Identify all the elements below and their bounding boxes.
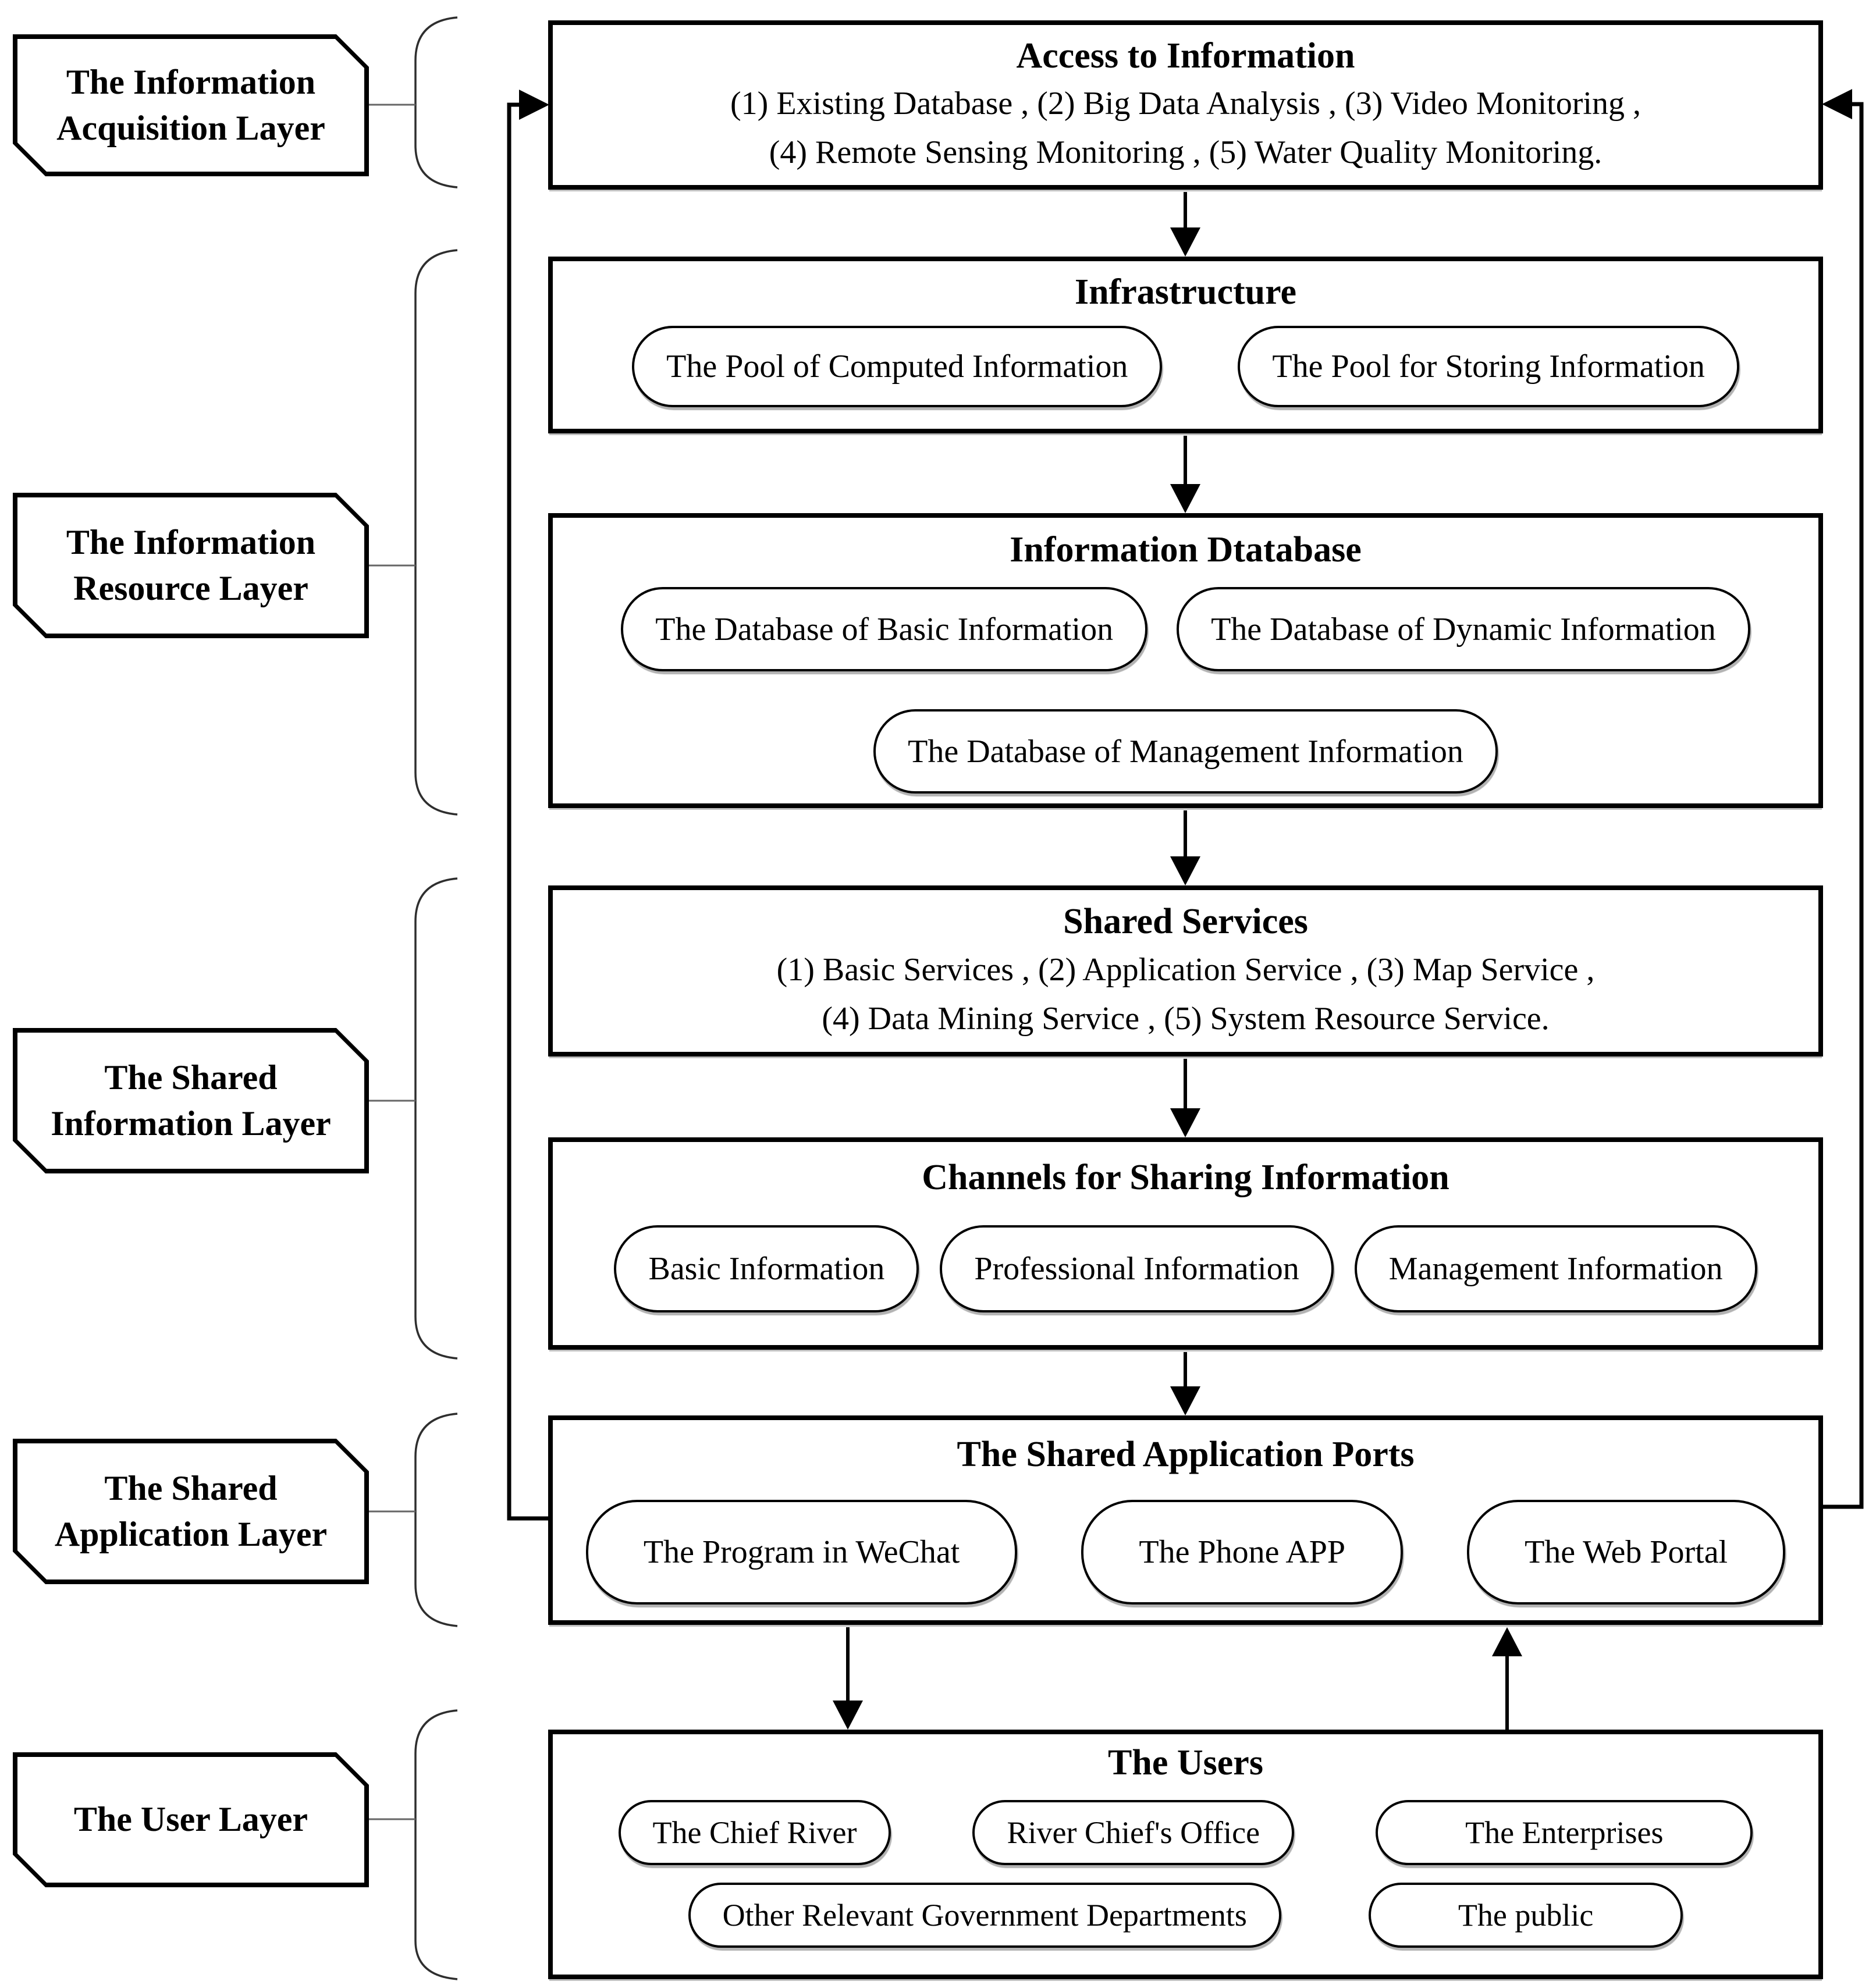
- box-text-line: (4) Data Mining Service , (5) System Res…: [822, 1000, 1550, 1037]
- pill-row: Basic Information Professional Informati…: [614, 1225, 1757, 1313]
- pill-row: The Program in WeChat The Phone APP The …: [585, 1500, 1786, 1605]
- layer-label-shared-information: The Shared Information Layer: [13, 1028, 369, 1173]
- pill-enterprises: The Enterprises: [1376, 1800, 1753, 1866]
- infrastructure-box: Infrastructure The Pool of Computed Info…: [548, 257, 1823, 433]
- label-line: The User Layer: [73, 1800, 308, 1839]
- arrowhead-down-icon: [1170, 856, 1200, 885]
- box-title: The Shared Application Ports: [957, 1435, 1415, 1474]
- shared-services-box: Shared Services (1) Basic Services , (2)…: [548, 885, 1823, 1056]
- layer-label-text: The Information Resource Layer: [17, 497, 364, 634]
- channels-box: Channels for Sharing Information Basic I…: [548, 1137, 1823, 1350]
- pill-row: The Database of Basic Information The Da…: [621, 587, 1750, 672]
- information-database-box: Information Dtatabase The Database of Ba…: [548, 513, 1823, 808]
- label-line: The Information: [66, 62, 316, 101]
- label-line: The Shared: [104, 1058, 278, 1097]
- label-line: Application Layer: [54, 1515, 328, 1553]
- arrowhead-down-icon: [1170, 1108, 1200, 1137]
- label-line: Acquisition Layer: [56, 109, 325, 147]
- box-title: Channels for Sharing Information: [922, 1158, 1449, 1197]
- arrowhead-up-icon: [1492, 1627, 1522, 1656]
- arrowhead-right-loop-icon: [1822, 89, 1852, 119]
- pill-wechat-program: The Program in WeChat: [585, 1500, 1018, 1605]
- bracket-shared-information-layer: [414, 877, 458, 1360]
- layer-label-text: The Shared Application Layer: [17, 1443, 364, 1580]
- box-text-line: (4) Remote Sensing Monitoring , (5) Wate…: [769, 134, 1603, 171]
- pill-other-government-departments: Other Relevant Government Departments: [688, 1883, 1281, 1948]
- arrowhead-down-icon: [1170, 484, 1200, 513]
- layer-label-shared-application: The Shared Application Layer: [13, 1439, 369, 1584]
- arrowhead-down-icon: [833, 1701, 863, 1730]
- box-text-line: (1) Existing Database , (2) Big Data Ana…: [730, 86, 1641, 122]
- pill-basic-information: Basic Information: [614, 1225, 919, 1313]
- layer-label-acquisition: The Information Acquisition Layer: [13, 34, 369, 176]
- label-line: Information Layer: [51, 1104, 331, 1143]
- bracket-shared-application-layer: [414, 1413, 458, 1627]
- layer-label-user: The User Layer: [13, 1752, 369, 1887]
- layer-label-text: The Shared Information Layer: [17, 1033, 364, 1169]
- label-line: Resource Layer: [73, 569, 308, 607]
- layer-label-resource: The Information Resource Layer: [13, 493, 369, 638]
- pill-pool-storing: The Pool for Storing Information: [1238, 326, 1739, 408]
- pill-professional-information: Professional Information: [940, 1225, 1334, 1313]
- box-title: Shared Services: [1063, 902, 1308, 942]
- pill-row: The Database of Management Information: [873, 709, 1498, 794]
- pill-db-dynamic: The Database of Dynamic Information: [1177, 587, 1750, 672]
- label-line: The Information: [66, 522, 316, 561]
- pill-row: The Chief River River Chief's Office The…: [618, 1800, 1753, 1866]
- box-text-line: (1) Basic Services , (2) Application Ser…: [776, 951, 1595, 988]
- box-title: Access to Information: [1016, 35, 1355, 76]
- layer-label-text: The Information Acquisition Layer: [17, 39, 364, 172]
- arrowhead-down-icon: [1170, 1386, 1200, 1415]
- pill-web-portal: The Web Portal: [1467, 1500, 1786, 1605]
- pill-row: Other Relevant Government Departments Th…: [688, 1883, 1683, 1948]
- box-title: Information Dtatabase: [1010, 530, 1362, 570]
- box-title: Infrastructure: [1074, 272, 1297, 312]
- pill-pool-computed: The Pool of Computed Information: [632, 326, 1163, 408]
- pill-chief-river: The Chief River: [618, 1800, 891, 1866]
- arrowhead-down-icon: [1170, 227, 1200, 257]
- pill-management-information: Management Information: [1354, 1225, 1757, 1313]
- label-line: The Shared: [104, 1468, 278, 1507]
- pill-the-public: The public: [1368, 1883, 1683, 1948]
- users-box: The Users The Chief River River Chief's …: [548, 1730, 1823, 1979]
- layer-label-text: The User Layer: [17, 1757, 364, 1883]
- pill-river-chiefs-office: River Chief's Office: [972, 1800, 1295, 1866]
- feedback-loop-right: [1822, 102, 1864, 1509]
- access-box: Access to Information (1) Existing Datab…: [548, 20, 1823, 190]
- pill-db-basic: The Database of Basic Information: [621, 587, 1148, 672]
- pill-phone-app: The Phone APP: [1081, 1500, 1404, 1605]
- bracket-acquisition-layer: [414, 16, 458, 188]
- bracket-user-layer: [414, 1709, 458, 1980]
- pill-row: The Pool of Computed Information The Poo…: [632, 326, 1739, 408]
- box-title: The Users: [1108, 1743, 1263, 1783]
- bracket-resource-layer: [414, 249, 458, 816]
- arrowhead-left-loop-icon: [519, 90, 549, 120]
- feedback-loop-left: [507, 102, 548, 1521]
- shared-application-ports-box: The Shared Application Ports The Program…: [548, 1415, 1823, 1625]
- pill-db-management: The Database of Management Information: [873, 709, 1498, 794]
